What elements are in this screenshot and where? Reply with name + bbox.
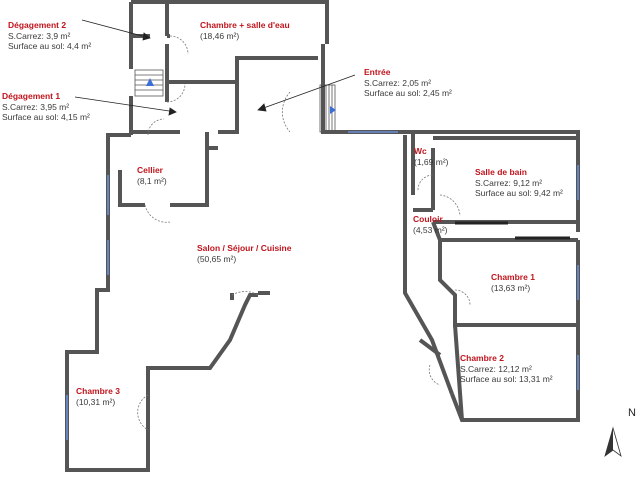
door-degagement1: [147, 118, 165, 136]
wall-upper-right: [321, 44, 340, 134]
wall-upper-inner: [131, 44, 318, 134]
room-label-couloir: Couloir (4,53 m²): [413, 214, 448, 235]
door-salon: [231, 291, 259, 296]
wall-wc: [411, 148, 435, 212]
door-cellier: [144, 204, 171, 223]
room-label-chambre3: Chambre 3 (10,31 m²): [76, 386, 120, 407]
door-sdb: [439, 194, 461, 217]
door-ch2: [428, 364, 441, 386]
room-label-chambre2: Chambre 2 S.Carrez: 12,12 m² Surface au …: [460, 353, 553, 384]
room-label-degagement1: Dégagement 1 S.Carrez: 3,95 m² Surface a…: [2, 91, 90, 122]
stairs: [134, 69, 336, 133]
north-label: N: [628, 407, 636, 419]
wall-chambre2: [418, 324, 464, 421]
wall-outer-right: [450, 240, 580, 422]
stair-arrow-1: [146, 78, 154, 86]
door-wc: [417, 174, 434, 191]
door-ch3: [137, 394, 149, 431]
walls: [65, 0, 580, 472]
stair-arrow-2: [330, 106, 336, 114]
leader-lines: [74, 19, 356, 116]
room-label-salle-de-bain: Salle de bain S.Carrez: 9,12 m² Surface …: [475, 167, 563, 198]
fixtures: [455, 221, 570, 240]
door-ch1: [454, 289, 471, 306]
leader-degagement1: [74, 96, 177, 113]
wall-couloir: [431, 221, 578, 327]
room-label-degagement2: Dégagement 2 S.Carrez: 3,9 m² Surface au…: [8, 20, 92, 51]
wall-salon-bottom: [146, 293, 258, 424]
door-arcs: [137, 35, 471, 431]
leader-degagement2: [81, 19, 151, 39]
room-label-chambre1: Chambre 1 (13,63 m²): [491, 272, 535, 293]
wall-outer-diag: [403, 135, 454, 395]
room-label-chambre-salle-eau: Chambre + salle d'eau (18,46 m²): [200, 20, 290, 41]
door-entree: [281, 91, 291, 133]
wall-cellier: [118, 146, 218, 207]
door-chambre: [166, 83, 186, 103]
wall-salon-door: [230, 291, 270, 300]
leader-entree: [257, 74, 356, 111]
room-label-wc: Wc (1,69 m²): [414, 146, 449, 167]
windows: [66, 131, 579, 440]
door-degagement2: [169, 35, 189, 55]
room-label-entree: Entrée S.Carrez: 2,05 m² Surface au sol:…: [364, 67, 452, 98]
wall-upper-top: [131, 0, 329, 44]
north-arrow: [604, 426, 622, 458]
room-label-salon: Salon / Séjour / Cuisine (50,65 m²): [197, 243, 292, 264]
room-label-cellier: Cellier (8,1 m²): [137, 165, 167, 186]
